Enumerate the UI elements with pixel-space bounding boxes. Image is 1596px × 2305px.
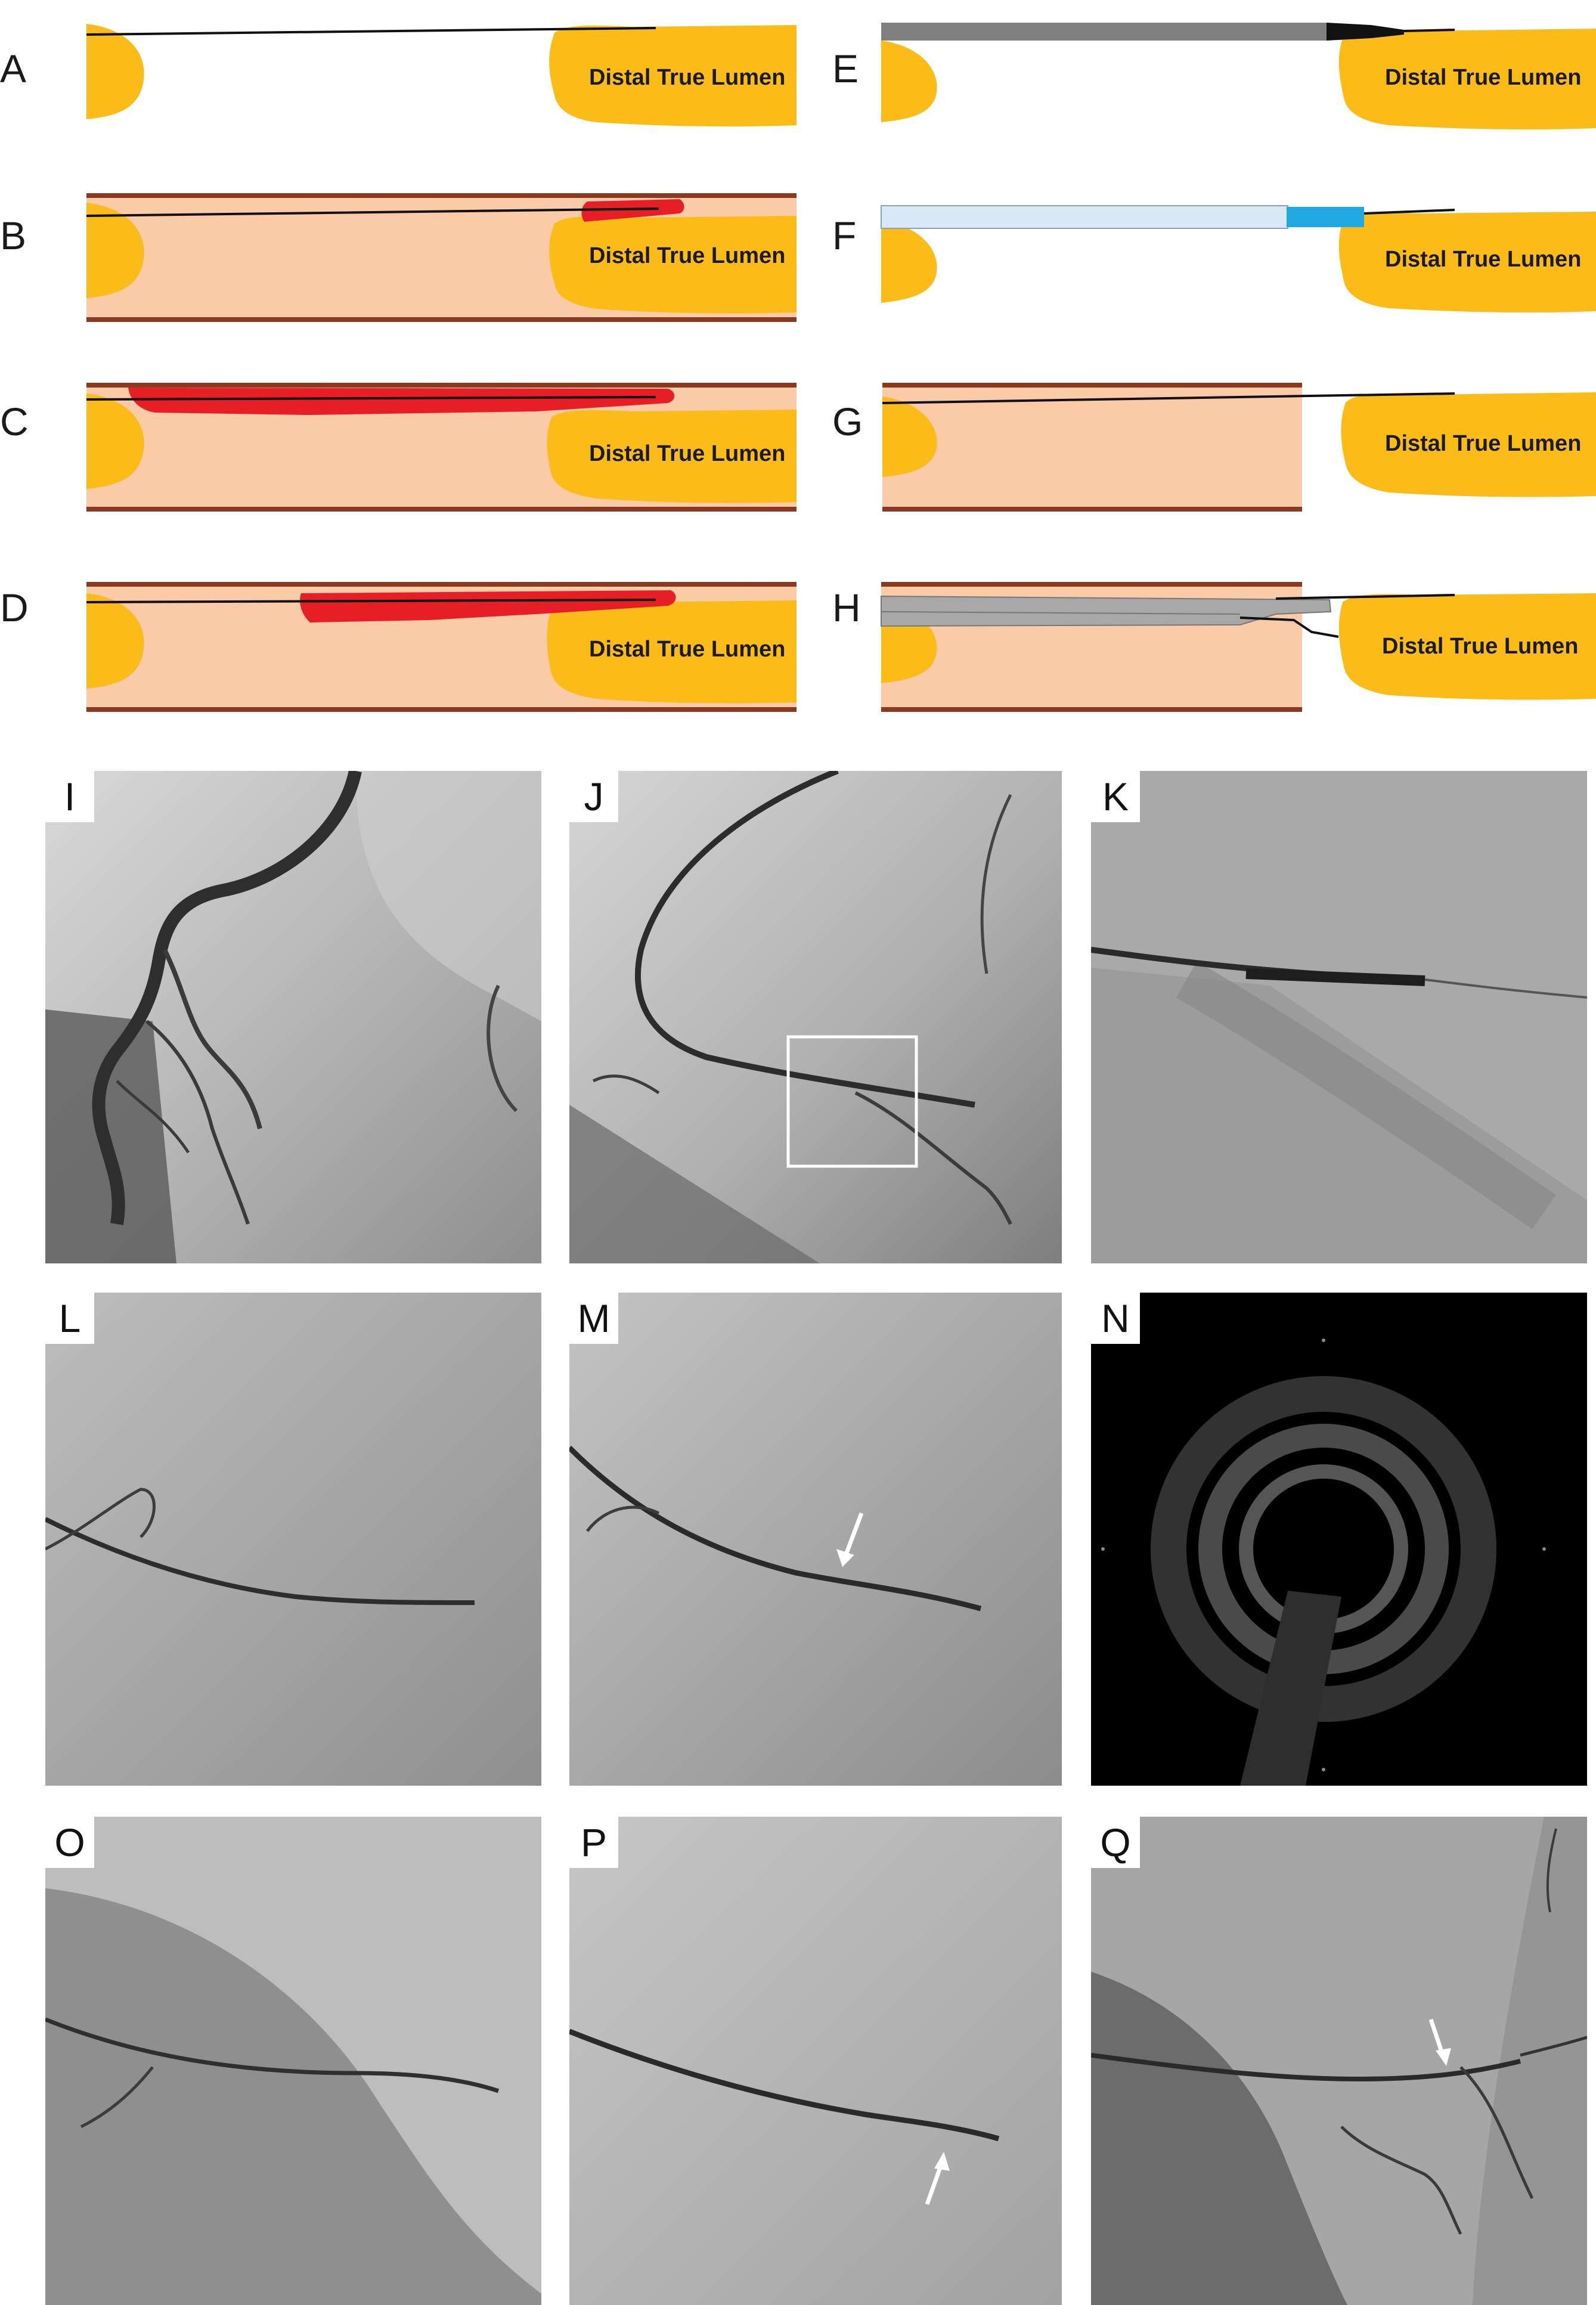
guidewire <box>86 27 656 36</box>
panel-label-p: P <box>569 1817 618 1868</box>
lumen-label: Distal True Lumen <box>1385 247 1581 272</box>
panel-label-e: E <box>832 47 859 91</box>
panel-label-j: J <box>569 771 618 822</box>
panel-label-g: G <box>832 399 863 444</box>
schematic-panel-d: D Distal True Lumen <box>0 582 797 712</box>
arrow-icon <box>925 2161 944 2205</box>
guidewire <box>1363 209 1455 215</box>
panel-label-c: C <box>0 399 29 444</box>
guidewire <box>86 599 656 603</box>
distal-true-lumen <box>1338 29 1596 130</box>
proximal-cap <box>881 41 937 122</box>
angiogram-image <box>45 771 541 1263</box>
fluoroscopy-image <box>569 1817 1062 2305</box>
lumen-label: Distal True Lumen <box>589 65 785 90</box>
guidewire <box>86 396 656 401</box>
panel-label-a: A <box>0 47 26 91</box>
fluoroscopy-image <box>569 1293 1062 1786</box>
proximal-cap <box>86 203 144 298</box>
vessel-wall-bottom <box>881 707 1302 712</box>
vessel-wall-top <box>86 383 797 388</box>
angiogram-panel-i: I <box>45 771 541 1263</box>
schematic-panel-f: F Distal True Lumen <box>832 205 1596 313</box>
fluoroscopy-image <box>45 1817 541 2305</box>
angiogram-image <box>1091 1817 1587 2305</box>
schematic-panel-b: B Distal True Lumen <box>0 193 797 322</box>
panel-label-q: Q <box>1091 1817 1140 1868</box>
angiogram-image <box>569 771 1062 1263</box>
angiogram-panel-j: J <box>569 771 1062 1263</box>
catheter-tip <box>1327 23 1404 41</box>
subintimal-hematoma <box>581 199 684 222</box>
guide-catheter <box>881 23 1330 41</box>
panel-label-d: D <box>0 585 29 630</box>
microcatheter-tip <box>1287 207 1364 227</box>
guidewire-reentry <box>1239 616 1339 638</box>
fluoroscopy-image <box>45 1293 541 1786</box>
panel-label-i: I <box>45 771 94 822</box>
proximal-cap <box>86 24 144 119</box>
guidewire <box>86 207 659 217</box>
proximal-cap <box>881 221 937 303</box>
lumen-label: Distal True Lumen <box>1385 65 1581 90</box>
dual-lumen-catheter <box>881 595 1332 627</box>
distal-true-lumen <box>1341 392 1596 497</box>
guidewire <box>882 392 1455 404</box>
panel-label-l: L <box>45 1293 94 1344</box>
panel-label-b: B <box>0 213 26 258</box>
distal-true-lumen <box>1338 593 1596 700</box>
ivus-image <box>1091 1293 1587 1786</box>
distal-true-lumen <box>1338 212 1596 313</box>
lumen-label: Distal True Lumen <box>589 441 785 466</box>
proximal-cap <box>86 593 144 689</box>
panel-label-o: O <box>45 1817 94 1868</box>
arrow-icon <box>1428 2018 1445 2056</box>
vessel-wall-bottom <box>882 507 1302 512</box>
fluoroscopy-panel-l: L <box>45 1293 541 1786</box>
distal-true-lumen <box>549 25 797 127</box>
vessel-wall-top <box>882 383 1302 388</box>
vessel-wall-bottom <box>86 317 797 322</box>
schematic-panel-c: C Distal True Lumen <box>0 383 797 512</box>
distal-true-lumen <box>547 600 797 704</box>
vessel-wall-top <box>86 193 797 198</box>
fluoroscopy-image <box>1091 771 1587 1263</box>
guidewire <box>1403 29 1455 32</box>
ivus-panel-n: N <box>1091 1293 1587 1786</box>
microcatheter <box>881 205 1288 229</box>
distal-true-lumen <box>547 410 797 503</box>
proximal-cap <box>86 394 144 489</box>
vessel <box>882 385 1302 508</box>
panel-label-k: K <box>1091 771 1140 822</box>
schematic-diagram: A Distal True Lumen B Distal True Lumen … <box>0 23 1596 712</box>
subintimal-hematoma <box>300 590 676 622</box>
fluoroscopy-panel-m: M <box>569 1293 1062 1786</box>
panel-label-m: M <box>569 1293 618 1344</box>
schematic-panel-a: A Distal True Lumen <box>0 24 797 127</box>
panel-label-f: F <box>832 213 856 258</box>
lumen-label: Distal True Lumen <box>589 637 785 662</box>
subintimal-hematoma <box>128 388 675 415</box>
guidewire-subintimal <box>1275 594 1455 600</box>
vessel-wall-bottom <box>86 707 797 712</box>
panel-label-h: H <box>832 585 861 630</box>
vessel-wall-bottom <box>86 507 797 512</box>
lumen-label: Distal True Lumen <box>1385 431 1581 456</box>
lumen-label: Distal True Lumen <box>1382 634 1578 659</box>
schematic-panel-g: G Distal True Lumen <box>832 383 1596 512</box>
lumen-label: Distal True Lumen <box>589 243 785 268</box>
zoomed-fluoroscopy-panel-k: K <box>1091 771 1587 1263</box>
schematic-panel-h: H Distal True Lumen <box>832 582 1596 712</box>
distal-true-lumen <box>549 216 797 314</box>
angiogram-panel-q: Q <box>1091 1817 1587 2305</box>
panel-label-n: N <box>1091 1293 1140 1344</box>
fluoroscopy-panel-o: O <box>45 1817 541 2305</box>
catheter-divider <box>881 611 1241 615</box>
vessel-wall-top <box>881 582 1302 587</box>
vessel-wall-top <box>86 582 797 587</box>
zoom-box <box>786 1035 918 1168</box>
schematic-panel-e: E Distal True Lumen <box>832 23 1596 130</box>
fluoroscopy-panel-p: P <box>569 1817 1062 2305</box>
proximal-cap <box>882 396 937 477</box>
